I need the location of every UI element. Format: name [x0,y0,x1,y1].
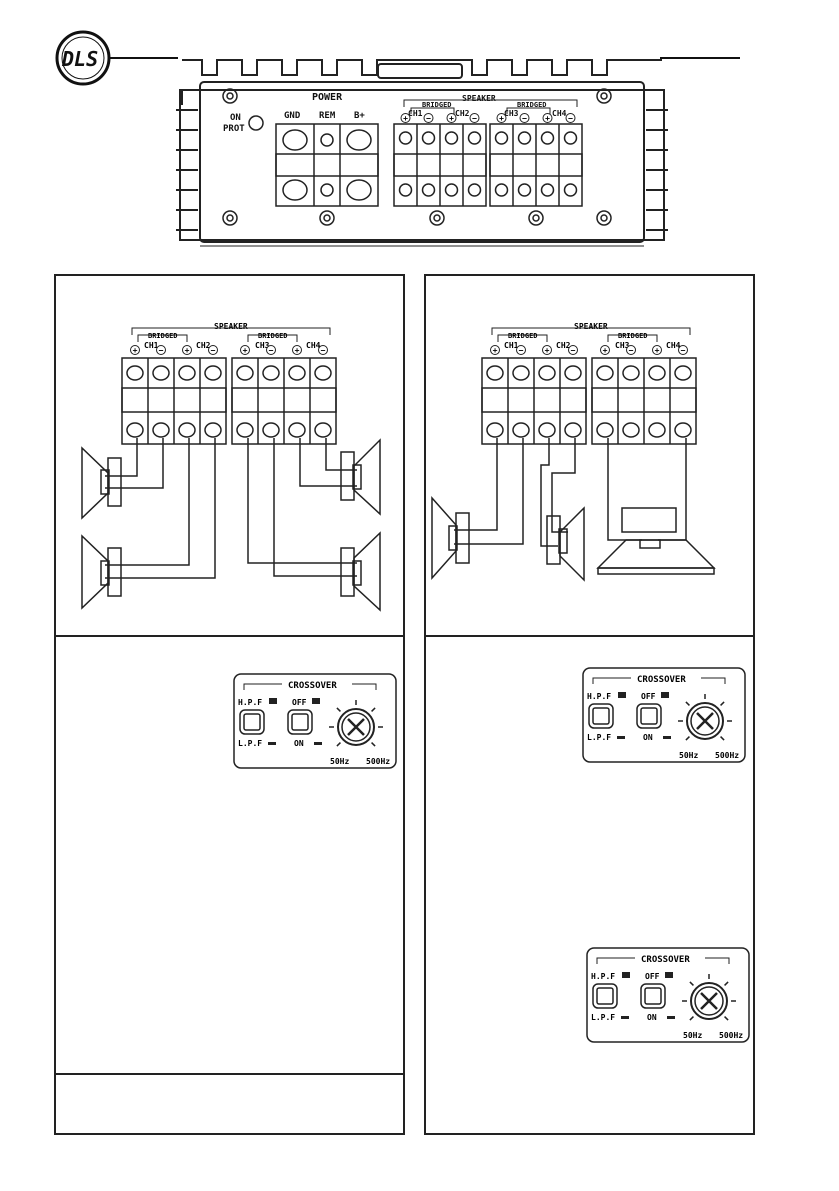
led-label-on: ON [230,113,241,123]
crossover-hpf: H.P.F [238,698,262,707]
right-bridged-2: BRIDGED [618,332,648,340]
left-wiring-diagram: SPEAKER BRIDGED BRIDGED CH1 CH2 CH3 CH4 … [81,322,381,612]
svg-text:−: − [426,114,431,123]
power-terminal-block [275,123,379,207]
svg-text:+: + [603,346,608,355]
left-crossover-knob-panel: CROSSOVER H.P.F OFF L.P.F ON 50Hz 500Hz [233,673,397,769]
crossover-on: ON [294,739,304,748]
svg-text:+: + [243,346,248,355]
svg-text:−: − [472,114,477,123]
power-terminal-rem: REM [319,111,336,121]
svg-text:−: − [519,346,524,355]
crossover-min-freq: 50Hz [330,757,349,766]
svg-text:+: + [545,114,550,123]
right-terminal-block [481,357,697,445]
svg-text:+: + [403,114,408,123]
left-note-panel [54,1073,405,1135]
svg-text:+: + [185,346,190,355]
right-speakers [431,496,716,582]
crossover-off: OFF [645,972,660,981]
power-title: POWER [312,92,343,103]
svg-text:+: + [133,346,138,355]
amp-bridged-right: BRIDGED [517,101,547,109]
amp-ch3: CH3 [504,109,519,118]
crossover-min-freq: 50Hz [679,751,698,760]
right-speaker-title: SPEAKER [574,322,608,331]
dls-logo: DLS [55,30,740,86]
amp-ch1: CH1 [408,109,423,118]
svg-text:−: − [321,346,326,355]
left-ch1: CH1 [144,341,159,350]
svg-text:−: − [269,346,274,355]
amp-ch4: CH4 [552,109,567,118]
crossover-title: CROSSOVER [637,675,686,685]
left-bridged-2: BRIDGED [258,332,288,340]
right-ch4: CH4 [666,341,681,350]
svg-text:+: + [449,114,454,123]
left-ch4: CH4 [306,341,321,350]
right-crossover-knob-panel-top: CROSSOVER H.P.F OFF L.P.F ON 50Hz 500Hz [582,667,746,763]
svg-text:−: − [211,346,216,355]
header: DLS [0,0,839,90]
left-bridged-1: BRIDGED [148,332,178,340]
amplifier-panel: ON PROT POWER GND REM B+ SPEAKER BRIDGED… [176,59,668,247]
svg-text:+: + [655,346,660,355]
crossover-hpf: H.P.F [591,972,615,981]
svg-text:+: + [545,346,550,355]
crossover-lpf: L.P.F [587,733,611,742]
right-bridged-1: BRIDGED [508,332,538,340]
right-wiring-diagram: SPEAKER BRIDGED BRIDGED CH1 CH2 CH3 CH4 … [431,322,716,582]
crossover-max-freq: 500Hz [719,1031,743,1040]
amp-ch2: CH2 [455,109,470,118]
svg-text:+: + [295,346,300,355]
left-speakers [81,438,381,612]
right-wires [454,438,687,547]
svg-text:−: − [571,346,576,355]
crossover-off: OFF [292,698,307,707]
amp-speaker-title: SPEAKER [462,94,496,103]
crossover-lpf: L.P.F [238,739,262,748]
left-ch2: CH2 [196,341,211,350]
amp-bridged-left: BRIDGED [422,101,452,109]
right-ch1: CH1 [504,341,519,350]
crossover-off: OFF [641,692,656,701]
power-terminal-gnd: GND [284,111,301,121]
left-ch3: CH3 [255,341,270,350]
right-crossover-panel [424,635,755,1135]
svg-text:+: + [493,346,498,355]
amp-speaker-terminal-block [393,123,583,207]
led-label-prot: PROT [223,124,245,134]
crossover-on: ON [643,733,653,742]
crossover-lpf: L.P.F [591,1013,615,1022]
crossover-min-freq: 50Hz [683,1031,702,1040]
crossover-max-freq: 500Hz [715,751,739,760]
right-ch3: CH3 [615,341,630,350]
crossover-on: ON [647,1013,657,1022]
left-wires [105,438,357,579]
left-speaker-title: SPEAKER [214,322,248,331]
svg-text:−: − [681,346,686,355]
protect-led [248,115,264,131]
svg-text:−: − [159,346,164,355]
svg-text:−: − [568,114,573,123]
crossover-hpf: H.P.F [587,692,611,701]
svg-text:−: − [629,346,634,355]
left-terminal-block [121,357,337,445]
right-crossover-knob-panel-bottom: CROSSOVER H.P.F OFF L.P.F ON 50Hz 500Hz [586,947,750,1043]
power-terminal-bplus: B+ [354,111,365,121]
panel-screws [222,88,612,226]
crossover-title: CROSSOVER [288,681,337,691]
logo-monogram: DLS [61,47,98,71]
right-ch2: CH2 [556,341,571,350]
svg-text:+: + [499,114,504,123]
crossover-title: CROSSOVER [641,955,690,965]
crossover-max-freq: 500Hz [366,757,390,766]
svg-text:−: − [522,114,527,123]
